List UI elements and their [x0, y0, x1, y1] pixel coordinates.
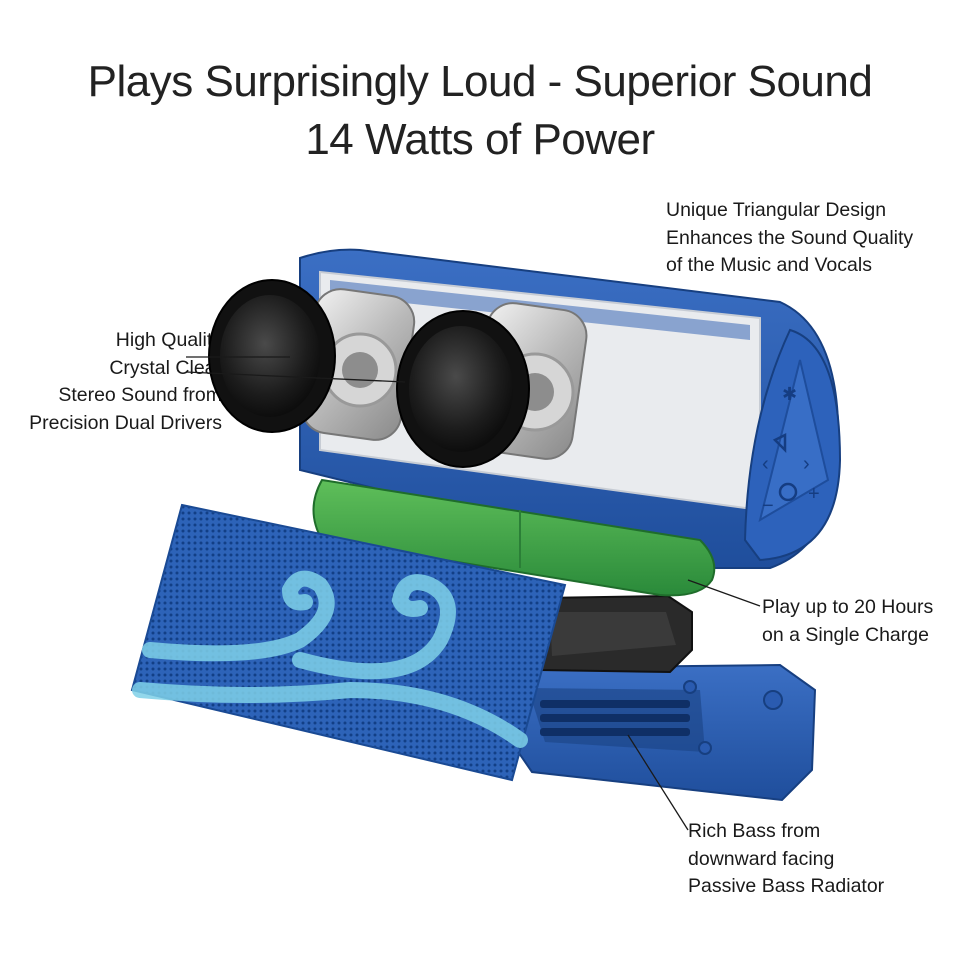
callout-line: downward facing	[688, 847, 835, 870]
svg-text:›: ›	[803, 453, 810, 475]
callout-line: Enhances the Sound Quality	[666, 226, 914, 249]
callout-line: on a Single Charge	[762, 623, 929, 646]
svg-text:−: −	[762, 495, 774, 517]
callout-line: Stereo Sound from	[58, 384, 222, 406]
bottom-housing	[508, 663, 817, 802]
callout-battery-life: Play up to 20 Hours on a Single Charge	[762, 594, 933, 649]
callout-line: Passive Bass Radiator	[688, 875, 885, 897]
callout-bass-radiator: Rich Bass from downward facing Passive B…	[688, 818, 884, 901]
passive-bass-radiator-vents	[540, 700, 690, 736]
svg-text:+: +	[808, 483, 820, 505]
callout-leaders	[185, 356, 761, 831]
control-buttons: ✱ ‹ › + −	[762, 384, 820, 517]
callout-line: of the Music and Vocals	[666, 254, 872, 276]
driver-left	[208, 279, 336, 433]
headline-line-1: Plays Surprisingly Loud - Superior Sound	[87, 57, 873, 106]
battery	[312, 478, 716, 597]
driver-right	[396, 310, 530, 468]
callout-line: Precision Dual Drivers	[29, 411, 222, 434]
callout-triangular-design: Unique Triangular Design Enhances the So…	[666, 197, 913, 280]
grille-panel	[130, 503, 567, 782]
callout-dual-drivers: High Quality Crystal Clear Stereo Sound …	[0, 327, 222, 437]
callout-line: Play up to 20 Hours	[762, 596, 934, 618]
callout-line: Rich Bass from	[688, 820, 821, 842]
callout-line: Unique Triangular Design	[666, 199, 887, 221]
headline-line-2: 14 Watts of Power	[305, 115, 655, 164]
callout-line: High Quality	[115, 329, 222, 351]
svg-text:✱: ✱	[782, 384, 797, 404]
svg-text:‹: ‹	[762, 453, 769, 475]
